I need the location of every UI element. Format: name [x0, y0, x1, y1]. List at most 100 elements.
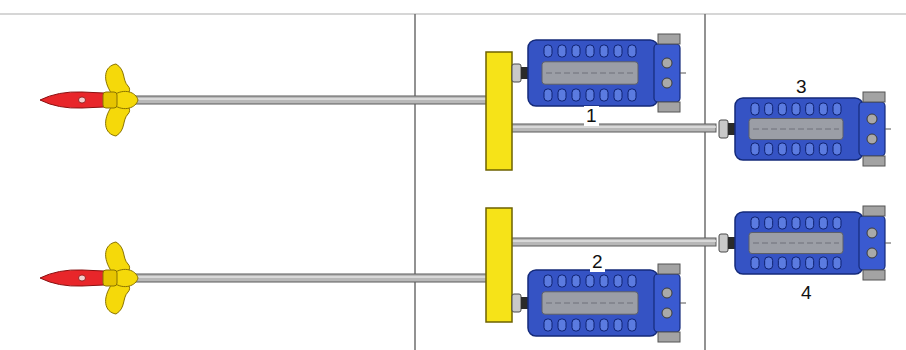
engine — [512, 264, 686, 342]
cylinder — [819, 103, 827, 115]
end-stub — [680, 73, 686, 74]
cylinder — [778, 143, 786, 155]
cylinder — [751, 217, 759, 229]
cylinder — [586, 89, 594, 101]
end-stub — [885, 129, 891, 130]
shaft — [511, 124, 716, 132]
cylinder — [544, 319, 552, 331]
cylinder — [792, 257, 800, 269]
shaft — [112, 96, 488, 104]
end-bolt — [662, 288, 672, 298]
shaft-body — [112, 96, 488, 104]
bulkhead-line — [414, 14, 416, 350]
shaft-body — [112, 274, 488, 282]
cylinder — [833, 257, 841, 269]
cylinder — [614, 275, 622, 287]
cylinder — [806, 143, 814, 155]
engine — [512, 34, 686, 112]
cylinder — [600, 319, 608, 331]
end-cap — [863, 156, 885, 166]
cylinder — [558, 275, 566, 287]
shaft — [511, 238, 716, 246]
cylinder — [765, 103, 773, 115]
propeller-hub — [103, 270, 117, 286]
cylinder — [751, 257, 759, 269]
cylinder — [778, 103, 786, 115]
coupling-flange — [521, 297, 528, 309]
cylinder — [806, 103, 814, 115]
cylinder — [792, 143, 800, 155]
coupling — [719, 120, 728, 138]
shaft — [112, 274, 488, 282]
cylinder — [544, 45, 552, 57]
end-bolt — [662, 308, 672, 318]
end-cap — [658, 34, 680, 44]
engine-block — [735, 98, 863, 160]
propeller — [40, 64, 138, 136]
coupling — [719, 234, 728, 252]
crankshaft-line — [753, 243, 839, 244]
end-stub — [680, 303, 686, 304]
end-bolt — [662, 78, 672, 88]
engine-end — [859, 102, 885, 156]
engine-block — [735, 212, 863, 274]
propeller-blade — [114, 91, 138, 108]
cylinder — [806, 257, 814, 269]
cylinder — [600, 45, 608, 57]
cylinder — [544, 275, 552, 287]
cylinder — [572, 89, 580, 101]
end-cap — [863, 92, 885, 102]
shaft-body — [511, 238, 716, 246]
crankcase-band — [542, 62, 638, 84]
shaft-highlight — [511, 126, 716, 128]
bulkhead-line — [704, 14, 706, 350]
cylinder — [628, 319, 636, 331]
cylinder — [600, 89, 608, 101]
engine — [719, 92, 891, 166]
cylinder — [833, 143, 841, 155]
cylinder — [751, 143, 759, 155]
end-cap — [863, 270, 885, 280]
end-stub — [885, 243, 891, 244]
shaft-body — [511, 124, 716, 132]
end-cap — [658, 264, 680, 274]
cylinder — [614, 319, 622, 331]
end-cap — [863, 206, 885, 216]
cylinder — [572, 45, 580, 57]
cylinder — [614, 89, 622, 101]
gearbox — [486, 208, 512, 322]
frame-line — [0, 13, 906, 15]
cylinder — [806, 217, 814, 229]
cylinder — [765, 143, 773, 155]
cylinder — [572, 319, 580, 331]
cylinder — [558, 319, 566, 331]
propeller-hub — [103, 92, 117, 108]
callout-number: 2 — [590, 252, 605, 272]
callout-number: 1 — [584, 106, 599, 126]
propeller — [40, 242, 138, 314]
end-bolt — [867, 248, 877, 258]
cylinder — [586, 275, 594, 287]
boss-dot — [79, 275, 86, 281]
coupling — [512, 64, 521, 82]
cylinder — [628, 45, 636, 57]
shaft-highlight — [112, 276, 488, 278]
cylinder — [778, 217, 786, 229]
cylinder — [544, 89, 552, 101]
cylinder — [819, 143, 827, 155]
cylinder — [586, 45, 594, 57]
cylinder — [819, 217, 827, 229]
crankcase-band — [749, 232, 843, 253]
boss-dot — [79, 97, 86, 103]
crankcase-band — [749, 118, 843, 139]
cylinder — [819, 257, 827, 269]
end-bolt — [662, 58, 672, 68]
end-cap — [658, 102, 680, 112]
engine-end — [654, 44, 680, 102]
gearbox — [486, 52, 512, 170]
end-bolt — [867, 114, 877, 124]
crankshaft-line — [753, 129, 839, 130]
cylinder — [628, 89, 636, 101]
